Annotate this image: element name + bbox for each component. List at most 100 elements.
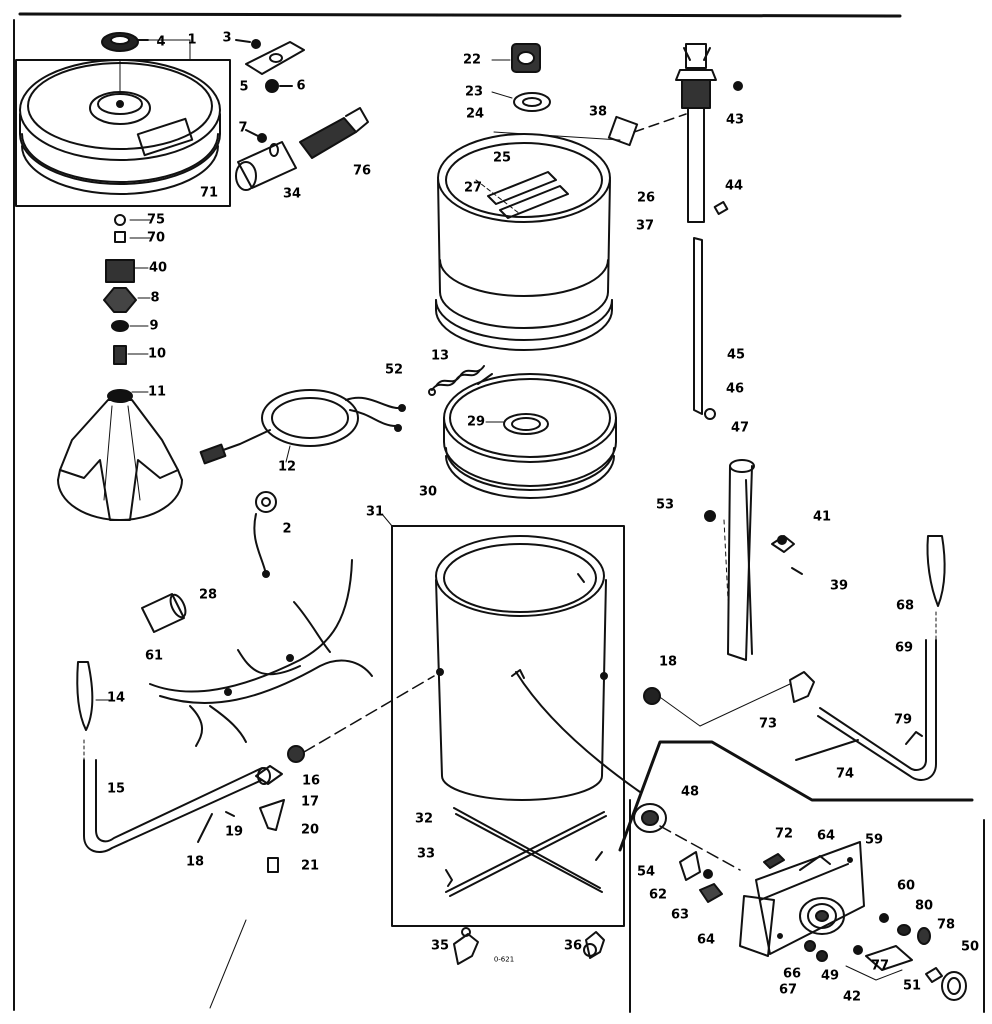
part-label: 60 bbox=[896, 878, 916, 894]
part-label: 52 bbox=[384, 362, 404, 378]
part-label: 24 bbox=[465, 106, 485, 122]
parts-29-30-ring bbox=[443, 373, 617, 499]
part-34-switch bbox=[235, 129, 297, 191]
part-label: 4 bbox=[156, 34, 166, 50]
parts-60-80-78-50 bbox=[879, 913, 967, 1001]
part-label: 51 bbox=[902, 978, 922, 994]
part-32-brace bbox=[445, 807, 607, 897]
part-label: 29 bbox=[466, 414, 486, 430]
part-label: 42 bbox=[842, 989, 862, 1005]
part-label: 11 bbox=[147, 384, 167, 400]
parts-45-46-rod bbox=[693, 237, 716, 420]
part-31-outer-tub bbox=[381, 513, 641, 927]
part-label: 5 bbox=[239, 79, 249, 95]
part-61-harness bbox=[149, 559, 373, 747]
part-11-agitator bbox=[57, 389, 183, 521]
part-label: 17 bbox=[300, 794, 320, 810]
part-label: 69 bbox=[894, 640, 914, 656]
part-label: 19 bbox=[224, 824, 244, 840]
part-2-clip bbox=[253, 491, 277, 578]
valve-parts bbox=[197, 675, 435, 873]
part-label: 80 bbox=[914, 898, 934, 914]
part-label: 47 bbox=[730, 420, 750, 436]
part-label: 27 bbox=[463, 180, 483, 196]
part-label: 38 bbox=[588, 104, 608, 120]
lid-assembly bbox=[19, 59, 221, 195]
part-label: 2 bbox=[282, 521, 292, 537]
part-label: 28 bbox=[198, 587, 218, 603]
part-label: 40 bbox=[148, 260, 168, 276]
part-48-pulley bbox=[633, 803, 741, 871]
parts-37-38-43-44 bbox=[607, 43, 743, 223]
part-label: 33 bbox=[416, 846, 436, 862]
part-label: 49 bbox=[820, 968, 840, 984]
part-label: 45 bbox=[726, 347, 746, 363]
part-76-knob bbox=[299, 107, 369, 159]
part-18-grommet bbox=[643, 687, 661, 705]
frame-lines bbox=[13, 12, 985, 1013]
part-label: 64 bbox=[696, 932, 716, 948]
parts-59-64-gearcase bbox=[739, 841, 865, 957]
small-mark: 0-621 bbox=[493, 955, 515, 964]
part-label: 7 bbox=[238, 120, 248, 136]
part-label: 43 bbox=[725, 112, 745, 128]
part-label: 20 bbox=[300, 822, 320, 838]
part-label: 50 bbox=[960, 939, 980, 955]
part-label: 59 bbox=[864, 832, 884, 848]
part-label: 15 bbox=[106, 781, 126, 797]
part-label: 18 bbox=[658, 654, 678, 670]
part-label: 21 bbox=[300, 858, 320, 874]
part-label: 18 bbox=[185, 854, 205, 870]
part-label: 36 bbox=[563, 938, 583, 954]
part-label: 35 bbox=[430, 938, 450, 954]
part-label: 32 bbox=[414, 811, 434, 827]
parts-68-69-73-74-79 bbox=[649, 535, 946, 781]
parts-47-53-41-39 bbox=[704, 459, 803, 661]
part-label: 73 bbox=[758, 716, 778, 732]
part-label: 37 bbox=[635, 218, 655, 234]
part-label: 66 bbox=[782, 966, 802, 982]
part-13-basket bbox=[435, 131, 621, 351]
agitator-stack bbox=[103, 214, 151, 365]
part-label: 10 bbox=[147, 346, 167, 362]
part-label: 54 bbox=[636, 864, 656, 880]
part-label: 48 bbox=[680, 784, 700, 800]
part-label: 39 bbox=[829, 578, 849, 594]
parts-35-36-casters bbox=[453, 927, 605, 965]
part-label: 53 bbox=[655, 497, 675, 513]
part-label: 16 bbox=[301, 773, 321, 789]
part-52-spring bbox=[428, 365, 485, 396]
part-label: 72 bbox=[774, 826, 794, 842]
part-label: 44 bbox=[724, 178, 744, 194]
part-label: 68 bbox=[895, 598, 915, 614]
part-label: 13 bbox=[430, 348, 450, 364]
part-28-capacitor bbox=[141, 593, 187, 633]
part-label: 77 bbox=[870, 958, 890, 974]
part-label: 79 bbox=[893, 712, 913, 728]
part-label: 6 bbox=[296, 78, 306, 94]
part-label: 23 bbox=[464, 84, 484, 100]
part-label: 41 bbox=[812, 509, 832, 525]
part-label: 1 bbox=[187, 32, 197, 48]
part-label: 25 bbox=[492, 150, 512, 166]
part-label: 61 bbox=[144, 648, 164, 664]
part-label: 74 bbox=[835, 766, 855, 782]
part-label: 62 bbox=[648, 887, 668, 903]
parts-66-67-49-77-42-51 bbox=[804, 940, 943, 983]
part-label: 34 bbox=[282, 186, 302, 202]
part-label: 46 bbox=[725, 381, 745, 397]
parts-54-62-63-72 bbox=[679, 851, 785, 903]
part-label: 71 bbox=[199, 185, 219, 201]
part-label: 14 bbox=[106, 690, 126, 706]
part-label: 30 bbox=[418, 484, 438, 500]
part-label: 8 bbox=[150, 290, 160, 306]
part-label: 3 bbox=[222, 30, 232, 46]
parts-14-15-hose bbox=[76, 661, 263, 853]
part-label: 75 bbox=[146, 212, 166, 228]
part-label: 12 bbox=[277, 459, 297, 475]
part-label: 26 bbox=[636, 190, 656, 206]
part-label: 22 bbox=[462, 52, 482, 68]
part-label: 63 bbox=[670, 907, 690, 923]
